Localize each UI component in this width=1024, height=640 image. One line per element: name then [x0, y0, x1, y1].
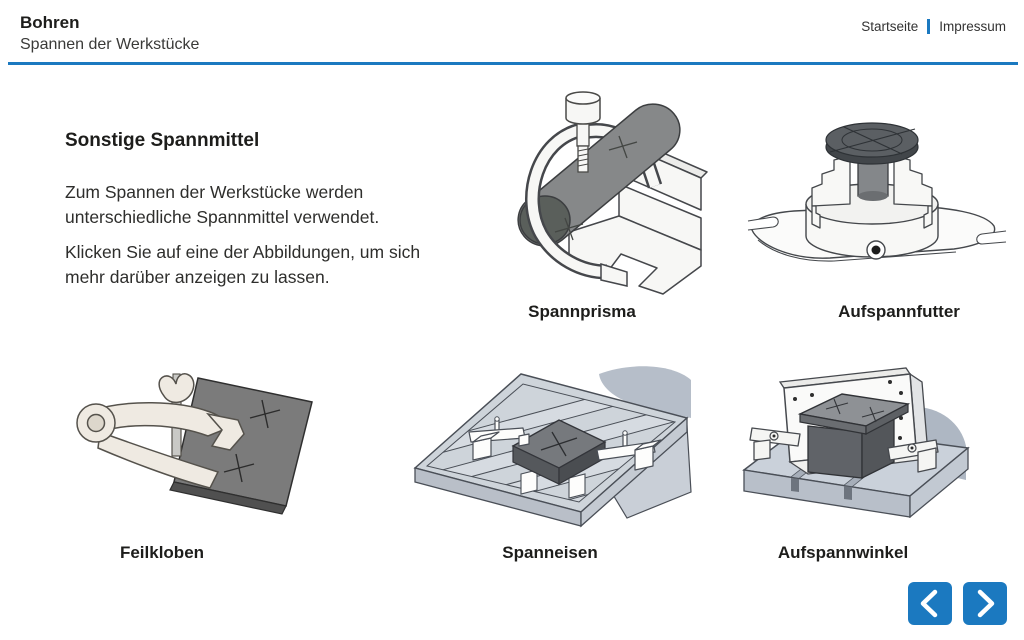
section-heading: Sonstige Spannmittel	[65, 130, 260, 151]
feilkloben-illustration-icon	[76, 373, 313, 515]
paragraph-1: Zum Spannen der Werkstücke werden unters…	[65, 182, 380, 227]
link-impressum[interactable]: Impressum	[939, 19, 1006, 34]
figure-feilkloben[interactable]	[66, 370, 316, 518]
next-button[interactable]	[963, 582, 1007, 625]
page-title: Bohren	[20, 13, 80, 32]
figure-aufspannfutter[interactable]	[746, 114, 1008, 284]
aufspannwinkel-illustration-icon	[742, 367, 970, 519]
nav-separator	[927, 19, 931, 34]
aufspannfutter-illustration-icon	[747, 122, 1007, 262]
top-nav: Startseite Impressum	[861, 19, 1006, 34]
intro-text: Sonstige Spannmittel Zum Spannen der Wer…	[65, 130, 515, 300]
label-spannprisma: Spannprisma	[528, 302, 636, 321]
prev-button[interactable]	[908, 582, 952, 625]
header-rule	[8, 62, 1018, 65]
figure-spannprisma[interactable]	[505, 86, 710, 302]
chevron-right-icon	[977, 589, 995, 618]
page-subtitle: Spannen der Werkstücke	[20, 36, 200, 53]
label-aufspannwinkel: Aufspannwinkel	[777, 543, 909, 562]
label-spanneisen: Spanneisen	[502, 543, 598, 562]
link-startseite[interactable]: Startseite	[861, 19, 919, 34]
label-aufspannfutter: Aufspannfutter	[838, 302, 960, 321]
figure-aufspannwinkel[interactable]	[738, 366, 973, 519]
paragraph-2: Klicken Sie auf eine der Abbildungen, um…	[65, 242, 421, 287]
chevron-left-icon	[920, 589, 938, 618]
spanneisen-illustration-icon	[413, 366, 692, 528]
figure-spanneisen[interactable]	[403, 366, 695, 528]
spannprisma-illustration-icon	[517, 91, 708, 295]
label-feilkloben: Feilkloben	[119, 543, 205, 562]
